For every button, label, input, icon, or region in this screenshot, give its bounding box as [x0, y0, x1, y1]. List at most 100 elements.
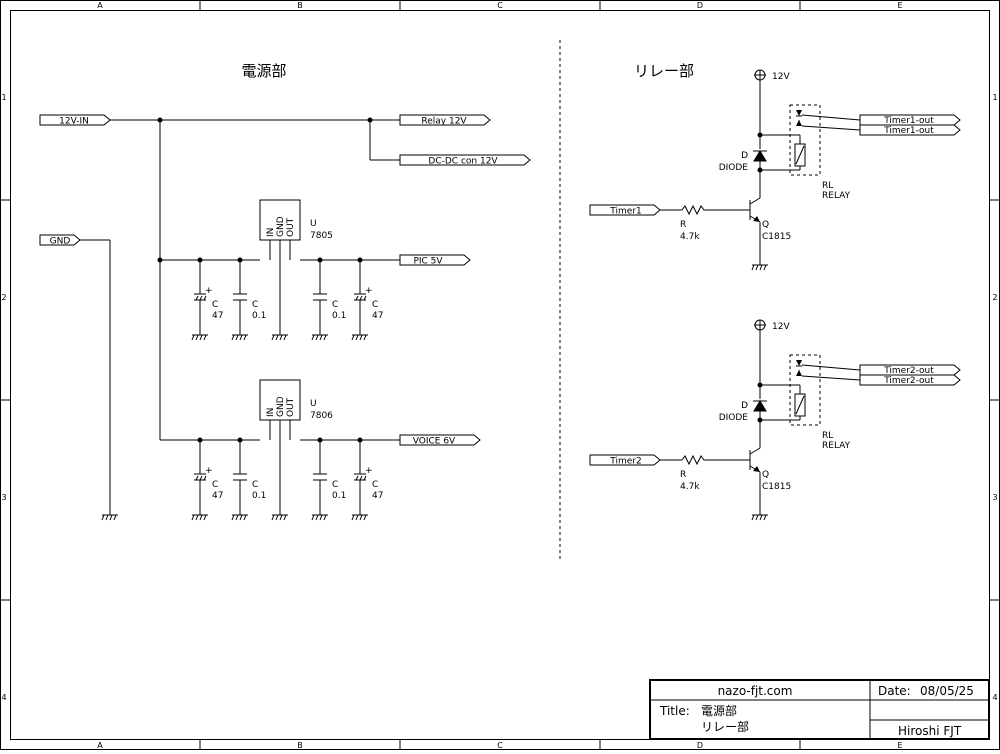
grid-col-d-top: D — [697, 1, 703, 10]
section-title-relay: リレー部 — [634, 62, 694, 80]
port-timer1-out-label: Timer1-out — [883, 126, 934, 136]
grid-row-3-right: 3 — [992, 493, 997, 502]
cap-c47-in-7805: + C 47 — [194, 260, 223, 335]
title-block-title-line1: 電源部 — [701, 703, 737, 718]
grid-col-d-bottom: D — [697, 741, 703, 750]
port-timer2-out-b: Timer2-out — [859, 374, 961, 386]
cap-value: 47 — [372, 311, 383, 321]
grid-row-4-left: 4 — [1, 693, 6, 702]
reg1-pin-in: IN — [266, 228, 276, 237]
relay-value: RELAY — [822, 191, 851, 201]
relay-outline — [789, 354, 821, 426]
relay-coil — [794, 143, 806, 167]
regulator-7805: IN GND OUT U 7805 — [259, 199, 333, 241]
port-timer2-out-label: Timer2-out — [883, 366, 934, 376]
cap-value: 0.1 — [332, 491, 346, 501]
port-voice-6v: VOICE 6V — [399, 434, 481, 447]
grid-col-e-bottom: E — [897, 741, 902, 750]
regulator-7806: IN GND OUT U 7806 — [259, 379, 333, 421]
cap-value: 0.1 — [332, 311, 346, 321]
port-relay-12v: Relay 12V — [399, 114, 491, 127]
cap-ref: C — [252, 300, 258, 310]
resistor-ref: R — [680, 220, 686, 230]
grid-col-c-bottom: C — [497, 741, 503, 750]
port-relay-12v-label: Relay 12V — [421, 117, 467, 127]
grid-col-a-top: A — [97, 1, 103, 10]
port-12v-in: 12V-IN — [39, 114, 111, 127]
grid-col-b-bottom: B — [297, 741, 303, 750]
cap-c01-in-7805: C 0.1 — [233, 260, 266, 335]
title-block-site: nazo-fjt.com — [718, 684, 793, 698]
transistor-ref: Q — [762, 470, 769, 480]
transistor-ref: Q — [762, 220, 769, 230]
cap-value: 0.1 — [252, 491, 266, 501]
relay-coil — [794, 393, 806, 417]
diode-ref: D — [741, 401, 748, 411]
port-timer1-label: Timer1 — [609, 207, 641, 217]
grid-row-3-left: 3 — [1, 493, 6, 502]
port-timer2: Timer2 — [589, 454, 661, 467]
reg2-pin-out: OUT — [286, 397, 296, 417]
grid-row-2-left: 2 — [1, 293, 6, 302]
title-block: nazo-fjt.com Date: 08/05/25 Title: 電源部 リ… — [649, 679, 990, 740]
reg1-value: 7805 — [310, 231, 333, 241]
grid-col-b-top: B — [297, 1, 303, 10]
cap-ref: C — [252, 480, 258, 490]
title-block-title-line2: リレー部 — [701, 719, 749, 734]
cap-ref: C — [332, 480, 338, 490]
reg2-ref: U — [310, 399, 317, 409]
cap-ref: C — [372, 300, 378, 310]
title-block-title-label: Title: — [659, 704, 690, 718]
inner-frame — [10, 10, 990, 740]
supply-12v-label: 12V — [772, 322, 790, 332]
resistor-ref: R — [680, 470, 686, 480]
port-pic-5v: PIC 5V — [399, 254, 471, 267]
relay-ref: RL — [822, 431, 833, 441]
cap-c47-out-7806: + C 47 — [354, 440, 383, 515]
title-block-date-label: Date: — [878, 684, 911, 698]
cap-value: 47 — [212, 491, 223, 501]
port-timer1: Timer1 — [589, 204, 661, 217]
diode-value: DIODE — [719, 413, 749, 423]
svg-text:+: + — [365, 286, 373, 296]
relay-circuit-2: 12V D DIODE RL RELAY Q C1815 R 4.7k — [589, 319, 961, 515]
port-dcdc: DC-DC con 12V — [399, 154, 531, 167]
port-gnd-label: GND — [50, 237, 71, 247]
transistor-value: C1815 — [762, 482, 791, 492]
grid-col-e-top: E — [897, 1, 902, 10]
port-dcdc-label: DC-DC con 12V — [428, 157, 498, 167]
cap-ref: C — [372, 480, 378, 490]
reg1-ref: U — [310, 219, 317, 229]
port-timer1-out-a: Timer1-out — [859, 114, 961, 126]
section-title-power: 電源部 — [241, 62, 286, 80]
cap-c47-out-7805: + C 47 — [354, 260, 383, 335]
svg-text:+: + — [365, 466, 373, 476]
ground-symbols — [101, 264, 768, 521]
reg1-pin-out: OUT — [286, 217, 296, 237]
port-timer2-label: Timer2 — [609, 457, 641, 467]
port-voice-6v-label: VOICE 6V — [413, 437, 456, 447]
reg2-pin-gnd: GND — [276, 396, 286, 417]
grid-col-c-top: C — [497, 1, 503, 10]
port-pic-5v-label: PIC 5V — [413, 257, 443, 267]
grid-row-1-left: 1 — [1, 93, 6, 102]
reg1-pin-gnd: GND — [276, 216, 286, 237]
diode-value: DIODE — [719, 163, 749, 173]
relay-outline — [789, 104, 821, 176]
svg-text:+: + — [205, 466, 213, 476]
cap-value: 47 — [372, 491, 383, 501]
relay-circuit-1: 12V D DIODE RL RELAY Q C1815 R — [589, 69, 961, 265]
reg2-value: 7806 — [310, 411, 333, 421]
reg2-pin-in: IN — [266, 408, 276, 417]
port-timer2-out-a: Timer2-out — [859, 364, 961, 376]
cap-c01-out-7805: C 0.1 — [313, 260, 346, 335]
cap-ref: C — [212, 480, 218, 490]
grid-col-a-bottom: A — [97, 741, 103, 750]
title-block-date: 08/05/25 — [920, 684, 974, 698]
svg-text:+: + — [205, 286, 213, 296]
cap-c01-in-7806: C 0.1 — [233, 440, 266, 515]
